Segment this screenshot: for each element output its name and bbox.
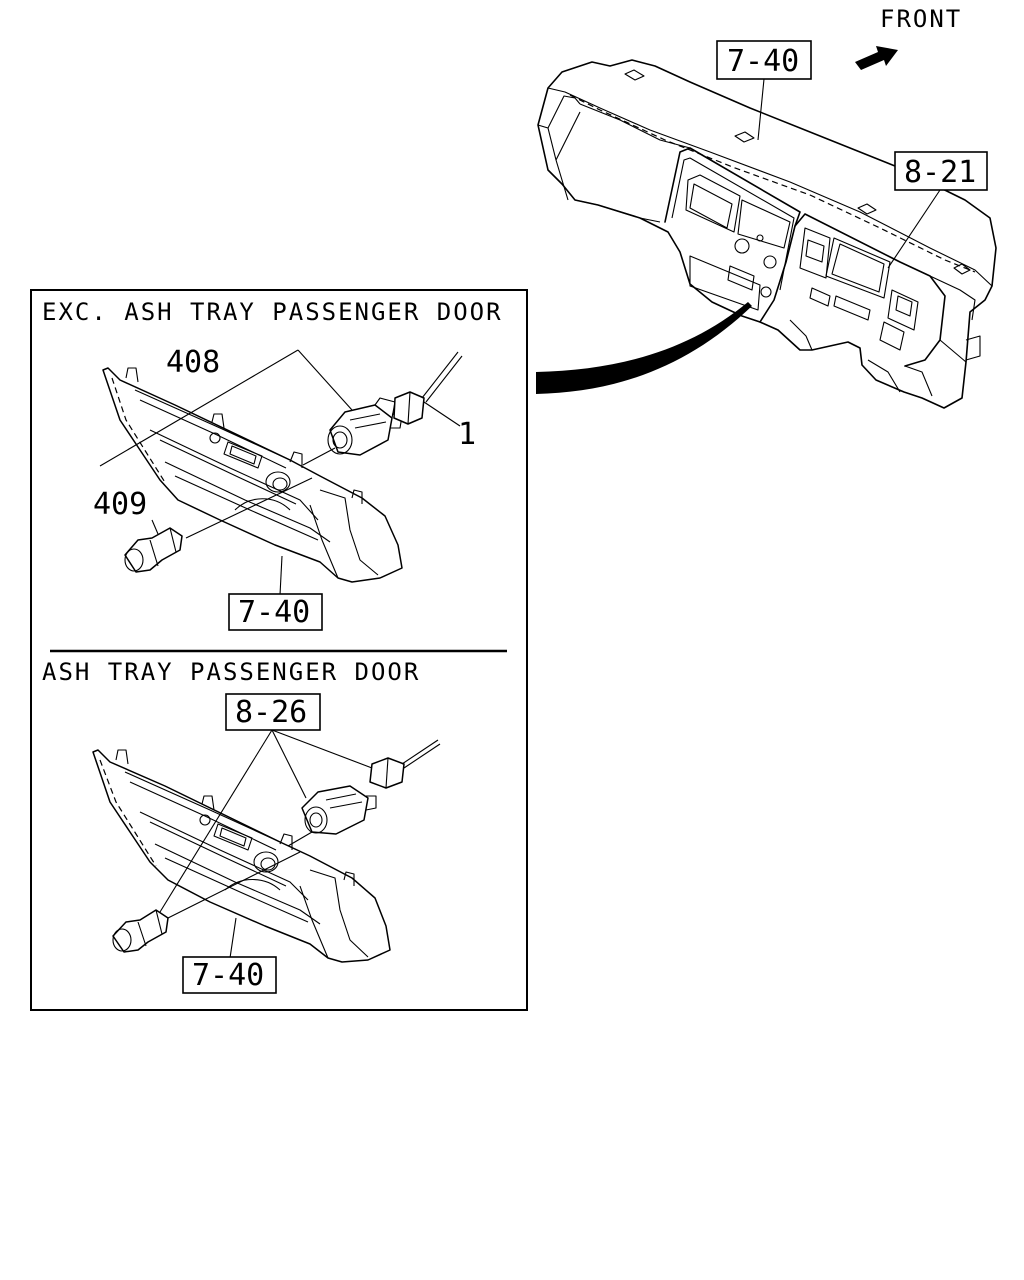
reference-8-26[interactable]: 8-26 — [235, 695, 307, 730]
leader-line — [279, 555, 283, 596]
leader-line — [99, 349, 299, 467]
section-top-title: EXC. ASH TRAY PASSENGER DOOR — [42, 298, 503, 326]
reference-box-7-40-bottom — [182, 956, 277, 994]
ash-tray-socket — [301, 785, 377, 835]
leader-line — [151, 519, 159, 535]
reference-7-40-bottom[interactable]: 7-40 — [192, 958, 264, 993]
front-arrow-icon — [855, 46, 898, 70]
leader-line — [159, 729, 273, 913]
harness-connector-bottom — [369, 739, 441, 789]
part-number-408[interactable]: 408 — [166, 345, 220, 380]
callout-box-8-21 — [894, 151, 988, 191]
detail-pointer-arrow — [536, 302, 752, 394]
leader-line — [185, 477, 313, 539]
reference-box-7-40-top — [228, 593, 323, 631]
lighter-knob-bottom — [112, 909, 169, 953]
leader-line — [757, 78, 765, 141]
part-number-409[interactable]: 409 — [93, 487, 147, 522]
reference-box-8-26 — [225, 693, 321, 731]
dashboard-assembly-drawing — [537, 59, 997, 409]
callout-8-21[interactable]: 8-21 — [904, 155, 976, 190]
callout-7-40[interactable]: 7-40 — [727, 44, 799, 79]
lower-dash-trim-panel-bottom — [92, 749, 391, 963]
part-number-1[interactable]: 1 — [458, 417, 476, 452]
leader-line — [297, 349, 353, 411]
leader-line — [287, 831, 313, 847]
leader-line — [167, 851, 301, 919]
leader-line — [271, 729, 373, 769]
leader-line — [229, 917, 237, 959]
cigarette-lighter-socket — [327, 397, 403, 456]
leader-line — [423, 401, 461, 427]
section-bottom-title: ASH TRAY PASSENGER DOOR — [42, 658, 420, 686]
leader-line — [302, 447, 336, 466]
detail-inset-frame — [30, 289, 528, 1011]
front-label: FRONT — [880, 5, 962, 33]
harness-connector — [393, 351, 463, 425]
leader-line — [887, 189, 941, 269]
leader-line — [271, 729, 307, 799]
lower-dash-trim-panel-top — [102, 367, 403, 583]
lighter-knob — [124, 527, 183, 573]
reference-7-40-top[interactable]: 7-40 — [238, 595, 310, 630]
callout-box-7-40 — [716, 40, 812, 80]
